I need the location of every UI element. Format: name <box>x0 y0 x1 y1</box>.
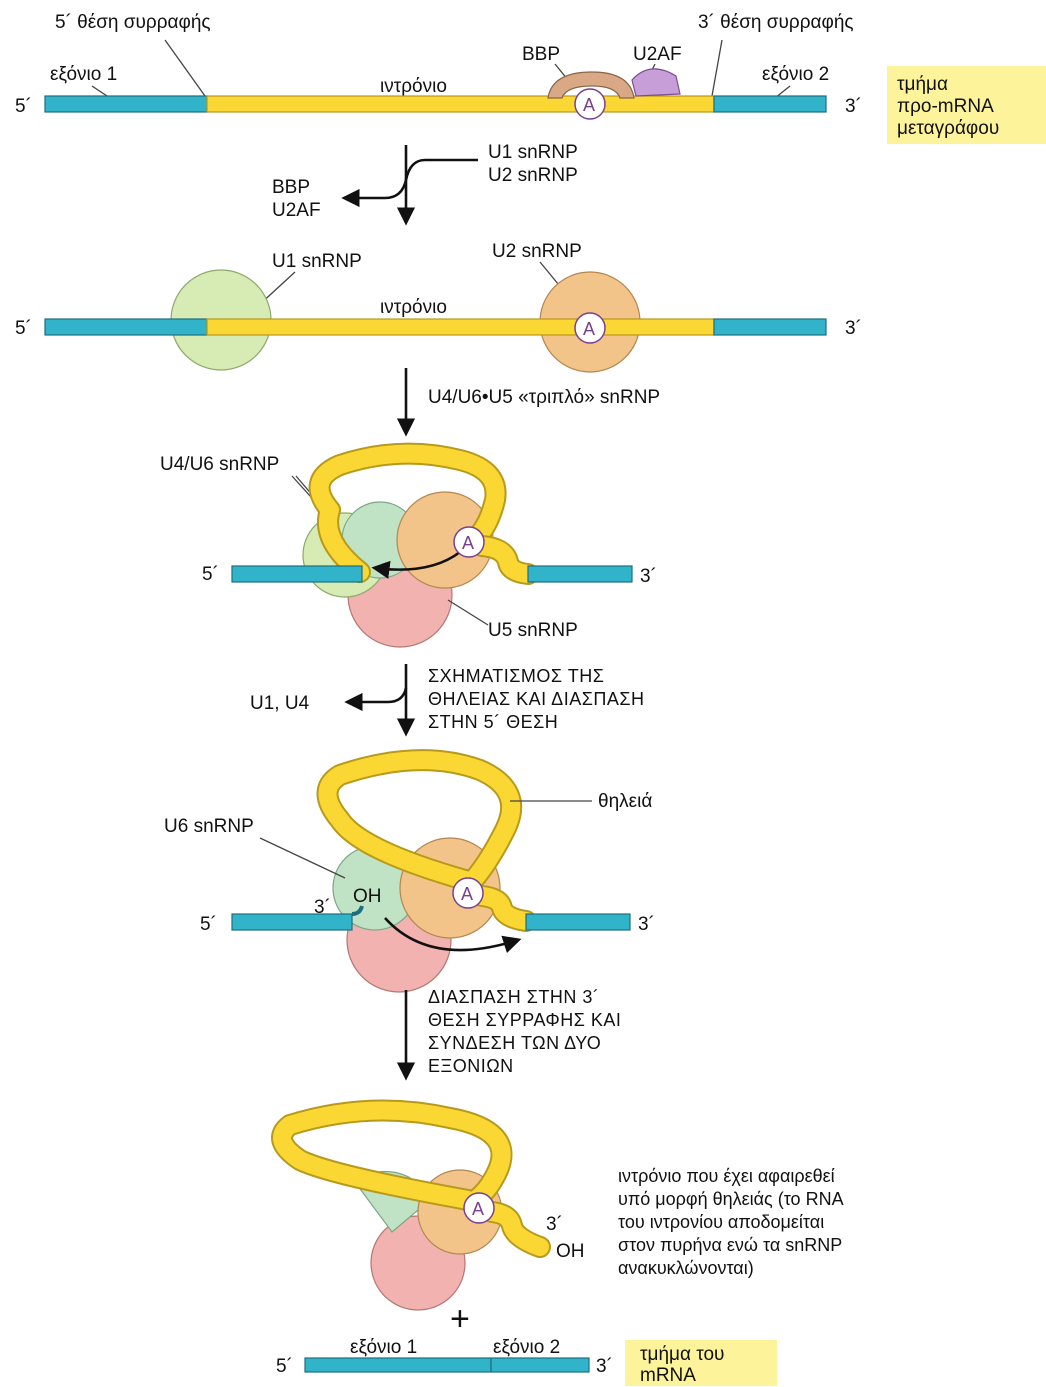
stage-spliceosome: U4/U6 snRNP 5´ 3´ A U5 snRNP <box>160 454 657 647</box>
step2-label: U4/U6•U5 «τριπλό» snRNP <box>428 387 660 408</box>
step3-out-label: U1, U4 <box>250 693 310 714</box>
end5-label: 5´ <box>15 96 32 117</box>
mrna-note-2: mRNA <box>640 1365 696 1386</box>
mrna-exon2-label: εξόνιο 2 <box>493 1337 560 1358</box>
end3-label: 3´ <box>640 566 657 587</box>
u6-label: U6 snRNP <box>164 816 254 837</box>
lariat-label: θηλειά <box>598 791 652 812</box>
mrna-exon1-label: εξόνιο 1 <box>350 1337 417 1358</box>
end3-label: 3´ <box>845 96 862 117</box>
mrna-exon1-bar <box>305 1358 491 1372</box>
end3-label: 3´ <box>638 914 655 935</box>
step3-line-3: ΣΤΗΝ 5´ ΘΕΣΗ <box>428 712 558 732</box>
intron-label: ιντρόνιο <box>380 76 447 97</box>
exon1-bar <box>45 319 207 335</box>
step4-line-4: ΕΞΟΝΙΩΝ <box>428 1056 514 1076</box>
step-2-arrow-group: U4/U6•U5 «τριπλό» snRNP <box>406 368 660 433</box>
intron-bar <box>207 96 714 112</box>
u2af-label: U2AF <box>633 44 682 65</box>
tail-oh-label: OH <box>556 1241 585 1262</box>
u5-label: U5 snRNP <box>488 620 578 641</box>
mrna-end5-label: 5´ <box>276 1356 293 1377</box>
note-line-3: μεταγράφου <box>897 118 999 139</box>
step-4-arrow-group: ΔΙΑΣΠΑΣΗ ΣΤΗΝ 3´ ΘΕΣΗ ΣΥΡΡΑΦΗΣ ΚΑΙ ΣΥΝΔΕ… <box>406 987 621 1077</box>
stage-pre-mrna: 5´ θέση συρραφής 3´ θέση συρραφής εξόνιο… <box>15 12 1046 144</box>
mrna-exon2-bar <box>491 1358 589 1372</box>
end5-label: 5´ <box>202 564 219 585</box>
exon2-label: εξόνιο 2 <box>762 64 829 85</box>
branch-a-label: A <box>462 533 474 553</box>
end3-label: 3´ <box>845 318 862 339</box>
excised-desc-3: του ιντρονίου αποδομείται <box>618 1212 824 1232</box>
plus-sign: + <box>450 1300 470 1338</box>
exon1-3end-label: 3´ <box>314 897 331 918</box>
exon1-bar <box>232 566 362 582</box>
site3-label: 3´ θέση συρραφής <box>698 12 854 33</box>
branch-a-label: A <box>583 95 595 115</box>
u4u6-label: U4/U6 snRNP <box>160 454 279 475</box>
note-line-1: τμήμα <box>897 74 948 95</box>
excised-tail <box>492 1212 540 1247</box>
exon2-bar <box>528 566 632 582</box>
branch-a-label: A <box>472 1199 484 1219</box>
step3-line-2: ΘΗΛΕΙΑΣ ΚΑΙ ΔΙΑΣΠΑΣΗ <box>428 689 644 709</box>
site5-label: 5´ θέση συρραφής <box>55 12 211 33</box>
bbp-label: BBP <box>522 44 560 65</box>
u1-label: U1 snRNP <box>272 251 362 272</box>
u5-leader <box>448 600 488 625</box>
stage-u1-u2-bound: U1 snRNP U2 snRNP ιντρόνιο 5´ 3´ A <box>15 241 862 372</box>
step4-line-2: ΘΕΣΗ ΣΥΡΡΑΦΗΣ ΚΑΙ <box>428 1010 621 1030</box>
mrna-note-1: τμήμα του <box>640 1344 724 1365</box>
u2-label: U2 snRNP <box>492 241 582 262</box>
step1-out-arrow <box>345 180 406 198</box>
end5-label: 5´ <box>200 914 217 935</box>
step4-line-3: ΣΥΝΔΕΣΗ ΤΩΝ ΔΥΟ <box>428 1033 601 1053</box>
step3-line-1: ΣΧΗΜΑΤΙΣΜΟΣ ΤΗΣ <box>428 666 604 686</box>
u6-leader <box>260 838 345 878</box>
intron-bar <box>207 319 714 335</box>
site3-leader <box>712 40 722 96</box>
excised-desc-4: στον πυρήνα ενώ τα snRNP <box>618 1235 842 1255</box>
branch-a-label: A <box>583 319 595 339</box>
exon2-bar <box>526 914 630 930</box>
exon2-bar <box>714 96 826 112</box>
note-line-2: προ-mRNA <box>897 96 994 117</box>
u2af-protein <box>632 69 680 96</box>
step1-in-arrow <box>406 160 478 180</box>
stage-mrna: εξόνιο 1 εξόνιο 2 5´ 3´ τμήμα του mRNA <box>276 1337 777 1386</box>
excised-desc-5: ανακυκλώνονται) <box>618 1258 754 1278</box>
site5-leader <box>165 40 205 96</box>
step-3-arrow-group: U1, U4 ΣΧΗΜΑΤΙΣΜΟΣ ΤΗΣ ΘΗΛΕΙΑΣ ΚΑΙ ΔΙΑΣΠ… <box>250 664 644 733</box>
step4-line-1: ΔΙΑΣΠΑΣΗ ΣΤΗΝ 3´ <box>428 987 599 1007</box>
step1-in-u2: U2 snRNP <box>488 165 578 186</box>
excised-desc-1: ιντρόνιο που έχει αφαιρεθεί <box>618 1166 835 1186</box>
exon2-bar <box>714 319 826 335</box>
intron2-label: ιντρόνιο <box>380 297 447 318</box>
exon1-bar <box>232 914 352 930</box>
end5-label: 5´ <box>15 318 32 339</box>
excised-desc-2: υπό μορφή θηλειάς (το RNA <box>618 1189 844 1209</box>
mrna-end3-label: 3´ <box>596 1356 613 1377</box>
step1-in-u1: U1 snRNP <box>488 142 578 163</box>
tail-3end-label: 3´ <box>546 1214 563 1235</box>
step-1-arrow-group: U1 snRNP U2 snRNP BBP U2AF <box>272 142 578 222</box>
step3-out-arrow <box>348 688 406 702</box>
oh-label: OH <box>353 886 382 907</box>
stage-lariat: U6 snRNP θηλειά 5´ 3´ OH 3´ A <box>164 760 655 992</box>
step1-out-u2af: U2AF <box>272 200 321 221</box>
branch-a-label: A <box>461 884 473 904</box>
step1-out-bbp: BBP <box>272 177 310 198</box>
stage-excised-lariat: A 3´ OH ιντρόνιο που έχει αφαιρεθεί υπό … <box>282 1110 844 1338</box>
exon1-label: εξόνιο 1 <box>50 64 117 85</box>
exon1-bar <box>45 96 207 112</box>
